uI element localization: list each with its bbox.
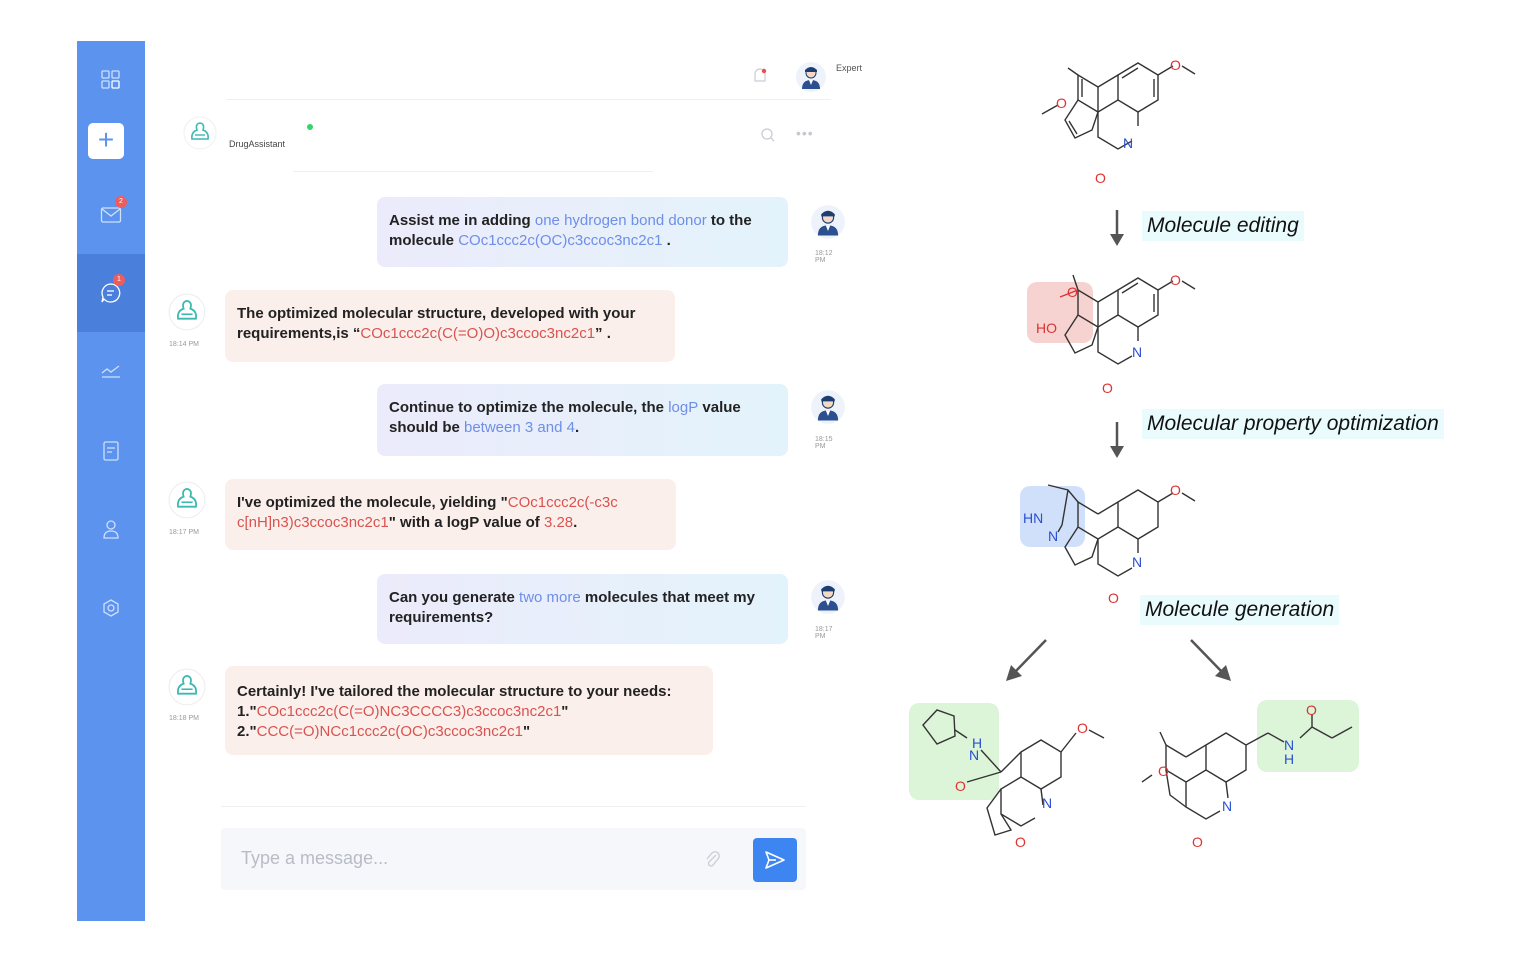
arrow-down-icon xyxy=(1110,422,1124,458)
sidebar-item-profile[interactable] xyxy=(77,509,145,549)
new-chat-button[interactable]: + xyxy=(88,123,124,159)
bot-avatar xyxy=(168,668,206,706)
user-avatar xyxy=(811,205,845,239)
trend-icon xyxy=(101,365,120,378)
message-input-placeholder: Type a message... xyxy=(241,848,389,868)
atom-label: O xyxy=(1306,702,1317,718)
atom-label: HO xyxy=(1036,320,1057,336)
step-label: Molecule editing xyxy=(1142,211,1304,241)
atom-label: N xyxy=(1132,344,1142,360)
atom-label: N xyxy=(1123,135,1133,151)
atom-label: N xyxy=(1048,528,1058,544)
user-icon xyxy=(103,520,119,539)
mail-badge: 2 xyxy=(115,196,127,208)
online-status-dot xyxy=(307,124,313,130)
atom-label: O xyxy=(1056,95,1067,111)
chat-panel: Expert DrugAssistant ••• Assist me in ad… xyxy=(158,41,862,921)
more-options-icon[interactable]: ••• xyxy=(796,125,814,141)
message-bot: The optimized molecular structure, devel… xyxy=(225,290,675,362)
timestamp: 18:14 PM xyxy=(169,341,199,348)
divider xyxy=(293,171,653,172)
timestamp: 18:12 PM xyxy=(815,250,833,264)
atom-label: O xyxy=(1095,170,1106,186)
bot-avatar xyxy=(168,481,206,519)
atom-label: O xyxy=(1192,834,1203,850)
timestamp: 18:15 PM xyxy=(815,436,833,450)
divider xyxy=(221,806,806,807)
sidebar-item-dashboard[interactable] xyxy=(77,60,145,100)
chat-icon xyxy=(101,283,121,303)
user-avatar xyxy=(811,580,845,614)
grid-icon xyxy=(101,70,120,89)
timestamp: 18:18 PM xyxy=(169,715,199,722)
arrow-down-left-icon xyxy=(1006,639,1047,681)
arrow-down-right-icon xyxy=(1190,639,1231,681)
atom-label: N xyxy=(1042,795,1052,811)
settings-icon xyxy=(103,599,119,617)
timestamp: 18:17 PM xyxy=(169,529,199,536)
step-label: Molecule generation xyxy=(1140,595,1340,625)
assistant-logo xyxy=(183,116,217,150)
plus-icon: + xyxy=(97,124,115,155)
step-label: Molecular property optimization xyxy=(1142,409,1444,439)
sidebar: + 2 1 xyxy=(77,41,145,921)
timestamp: 18:17 PM xyxy=(815,626,833,640)
atom-label: HN xyxy=(1023,510,1043,526)
message-user: Can you generate two more molecules that… xyxy=(377,574,788,644)
message-user: Assist me in adding one hydrogen bond do… xyxy=(377,197,788,267)
molecule-structure-4: O O O N H N xyxy=(922,709,1105,850)
search-icon[interactable] xyxy=(760,127,776,143)
atom-label: O xyxy=(1015,834,1026,850)
atom-label: H xyxy=(1284,751,1294,767)
atom-label: N xyxy=(969,747,979,763)
arrow-down-icon xyxy=(1110,210,1124,246)
mail-icon xyxy=(100,207,122,223)
document-icon xyxy=(103,441,119,461)
user-avatar xyxy=(811,390,845,424)
atom-label: O xyxy=(1108,590,1119,606)
atom-label: O xyxy=(1067,284,1078,300)
expert-avatar[interactable] xyxy=(795,61,827,93)
sidebar-item-mail[interactable]: 2 xyxy=(77,195,145,235)
sidebar-item-documents[interactable] xyxy=(77,431,145,471)
expert-label: Expert xyxy=(836,63,863,73)
sidebar-item-analytics[interactable] xyxy=(77,351,145,391)
notification-icon[interactable] xyxy=(752,67,768,85)
atom-label: O xyxy=(1077,720,1088,736)
highlight-box xyxy=(1020,486,1085,547)
molecule-structure-5: O O O N N H xyxy=(1141,702,1353,850)
molecule-structure-1: O O O N xyxy=(1041,57,1196,186)
molecule-structure-3: O O N HN N xyxy=(1023,482,1196,606)
send-icon xyxy=(765,851,785,869)
send-button[interactable] xyxy=(753,838,797,882)
atom-label: H xyxy=(972,735,982,751)
bot-avatar xyxy=(168,293,206,331)
atom-label: O xyxy=(1102,380,1113,396)
assistant-name: DrugAssistant xyxy=(229,139,286,149)
sidebar-item-settings[interactable] xyxy=(77,588,145,628)
attachment-icon[interactable] xyxy=(703,848,721,870)
message-user: Continue to optimize the molecule, the l… xyxy=(377,384,788,456)
divider xyxy=(226,99,831,100)
molecule-structure-2: O O HO O N xyxy=(1036,272,1196,396)
message-input[interactable]: Type a message... xyxy=(221,828,806,890)
atom-label: N xyxy=(1132,554,1142,570)
message-bot: Certainly! I've tailored the molecular s… xyxy=(225,666,713,755)
atom-label: O xyxy=(1170,272,1181,288)
atom-label: N xyxy=(1284,737,1294,753)
atom-label: N xyxy=(1222,798,1232,814)
atom-label: O xyxy=(1170,57,1181,73)
chat-badge: 1 xyxy=(113,274,125,286)
atom-label: O xyxy=(1170,482,1181,498)
atom-label: O xyxy=(955,778,966,794)
sidebar-item-chat[interactable]: 1 xyxy=(77,254,145,332)
message-bot: I've optimized the molecule, yielding "C… xyxy=(225,479,676,550)
atom-label: O xyxy=(1158,763,1169,779)
